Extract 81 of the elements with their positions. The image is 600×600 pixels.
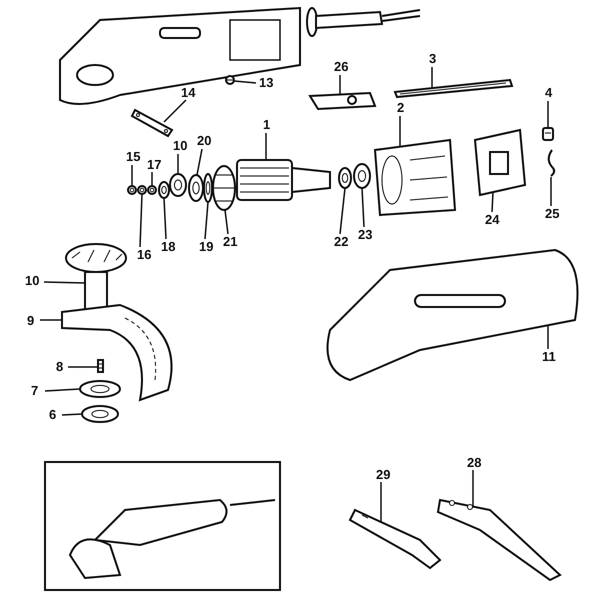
leader-line [431,67,433,88]
leader-line [151,172,153,186]
pin-spanner-drawing [436,498,562,582]
leader-line [491,192,494,212]
leader-line [399,116,401,147]
callout-number: 24 [484,213,500,227]
field-coil-drawing [374,138,456,216]
gear-housing-cover-drawing [326,249,578,381]
callout-number: 8 [55,360,64,374]
leader-line [265,133,267,160]
callout-number: 15 [125,150,142,164]
leader-line [68,366,98,368]
leader-line [547,326,549,349]
callout-number: 20 [196,134,212,148]
leader-line [361,188,365,228]
screw-drawing [225,75,235,85]
callout-number: 3 [428,52,438,66]
lever-drawing [130,108,174,138]
callout-number: 2 [396,101,406,115]
callout-number: 29 [375,468,392,482]
spring-drawing [548,149,556,177]
leader-line [224,210,229,234]
pinion-drawing [169,173,187,197]
leader-line [40,319,62,321]
leader-line [44,281,86,284]
brush-plate-drawing [308,92,376,110]
wheel-guard-drawing [61,304,172,401]
callout-number: 28 [466,456,482,470]
callout-number: 18 [160,240,176,254]
bearing-drawing [188,174,204,202]
fan-drawing [212,165,236,211]
callout-number: 10 [24,274,40,288]
brush-holder-drawing [474,128,526,196]
callout-number: 22 [333,235,350,249]
leader-line [196,148,203,176]
callout-number: 14 [180,86,196,100]
bearing-drawing [338,167,352,189]
callout-number: 10 [172,139,188,153]
callout-number: 9 [26,314,36,328]
leader-line [550,177,552,206]
callout-number: 16 [136,248,152,262]
carbon-brush-drawing [542,127,554,141]
callout-number: 17 [146,158,162,172]
callout-number: 21 [222,235,238,249]
leader-line [44,388,80,392]
leader-line [380,482,382,522]
flange-drawing [79,380,121,398]
callout-number: 11 [541,350,557,364]
flange-nut-drawing [81,405,119,423]
leader-line [204,202,209,240]
spanner-drawing [348,508,442,570]
callout-number: 26 [333,60,350,74]
callout-number: 25 [544,207,560,221]
rod-drawing [394,78,514,98]
leader-line [163,99,187,123]
callout-number: 7 [30,384,40,398]
callout-number: 13 [258,76,274,90]
leader-line [234,80,256,84]
bearing-drawing [158,181,170,199]
leader-line [177,154,179,174]
callout-number: 19 [198,240,214,254]
leader-line [472,470,474,507]
ring-drawing [203,173,213,203]
callout-number: 6 [48,408,58,422]
leader-line [139,194,143,248]
callout-number: 1 [262,118,272,132]
callout-number: 23 [357,228,374,242]
leader-line [339,188,346,234]
callout-number: 4 [544,86,554,100]
leader-line [62,413,82,416]
armature-drawing [236,159,331,201]
leader-line [547,101,549,128]
leader-line [163,198,167,240]
screw-drawing [97,359,104,373]
bearing-drawing [353,163,371,189]
washer-drawing [147,185,157,195]
nut-drawing [127,185,137,195]
washer-drawing [137,185,147,195]
leader-line [131,165,133,186]
leader-line [339,75,341,94]
bevel-gear-drawing [65,243,127,311]
